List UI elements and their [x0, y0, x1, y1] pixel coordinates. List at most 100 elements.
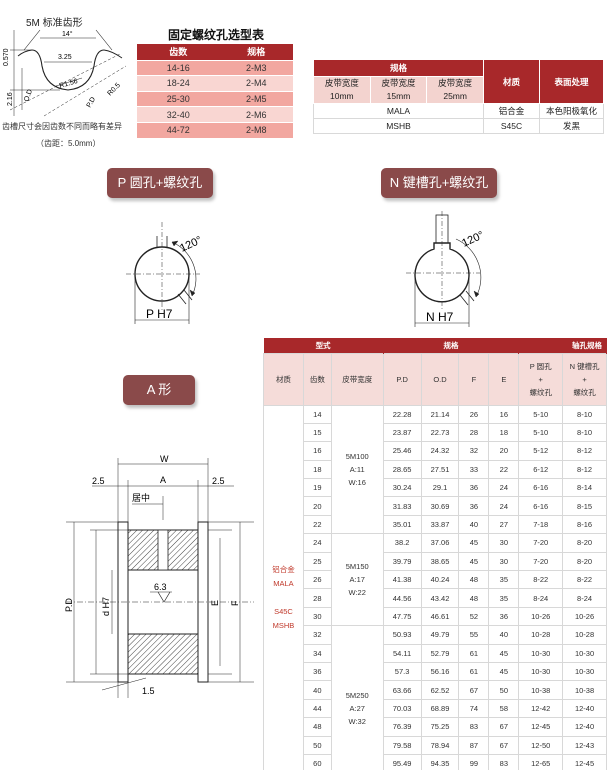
value-cell: 55 [458, 625, 490, 645]
value-cell: 31.83 [382, 496, 422, 516]
value-cell: 33 [458, 459, 490, 480]
tooth-dim-od: O.D [23, 89, 34, 103]
a-dim-15: 1.5 [142, 686, 155, 696]
a-type-drawing: W A 2.5 2.5 居中 P.D d H7 E F 6.3 1.5 [64, 454, 254, 698]
value-cell: 26 [458, 404, 490, 424]
value-cell: 36 [458, 496, 490, 516]
value-cell: 10-30 [518, 661, 564, 682]
value-cell: 63.66 [382, 680, 422, 700]
tooth-dim-325: 3.25 [58, 54, 72, 61]
value-cell: 10-28 [562, 625, 607, 645]
value-cell: 48 [458, 570, 490, 590]
value-cell: 10-26 [562, 606, 607, 627]
value-cell: 30 [488, 551, 520, 572]
a-dim-left-25: 2.5 [92, 476, 105, 486]
value-cell: 46.61 [420, 606, 460, 627]
big-column-header: P.D [382, 352, 422, 406]
value-cell: 62.52 [420, 680, 460, 700]
value-cell: 8-22 [562, 570, 607, 590]
value-cell: 76.39 [382, 717, 422, 737]
value-cell: 35 [488, 588, 520, 608]
tooth-dim-216: 2.16 [7, 92, 14, 106]
value-cell: 8-12 [562, 459, 607, 480]
a-dim-f: F [230, 600, 240, 606]
value-cell: 10-30 [562, 643, 607, 663]
value-cell: 8-10 [562, 422, 607, 443]
value-cell: 10-28 [518, 625, 564, 645]
tooth-pitch: （齿距：5.0mm） [36, 139, 101, 148]
tooth-dim-pd: P.D [86, 96, 97, 109]
value-cell: 45 [458, 533, 490, 553]
teeth-cell: 25 [302, 551, 332, 572]
value-cell: 45 [458, 551, 490, 572]
tooth-profile-drawing: 0.570 14° 3.25 2.16 O.D R1.56 P.D R0.5 [3, 29, 127, 117]
surface-header: 表面处理 [539, 59, 604, 104]
teeth-cell: 50 [302, 735, 332, 755]
value-cell: 24 [488, 496, 520, 516]
value-cell: 8-20 [562, 551, 607, 572]
value-cell: 32 [458, 441, 490, 461]
value-cell: 25.46 [382, 441, 422, 461]
n-keyway-hole-button[interactable]: N 键槽孔+螺纹孔 [381, 168, 497, 198]
value-cell: 43.42 [420, 588, 460, 608]
big-column-header: 材质 [263, 352, 304, 406]
value-cell: 49.79 [420, 625, 460, 645]
value-cell: 30.24 [382, 478, 422, 498]
value-cell: 7-20 [518, 533, 564, 553]
value-cell: 48 [458, 588, 490, 608]
value-cell: 38.65 [420, 551, 460, 572]
value-cell: 6-16 [518, 496, 564, 516]
value-cell: 27.51 [420, 459, 460, 480]
teeth-cell: 30 [302, 606, 332, 627]
value-cell: 12-40 [562, 698, 607, 719]
value-cell: 83 [458, 717, 490, 737]
value-cell: 38.2 [382, 533, 422, 553]
big-column-header: E [488, 352, 520, 406]
a-dim-right-25: 2.5 [212, 476, 225, 486]
p-hole-drawing: 120° P H7 [126, 222, 204, 324]
value-cell: 8-15 [562, 496, 607, 516]
value-cell: 22.28 [382, 404, 422, 424]
value-cell: 8-22 [518, 570, 564, 590]
value-cell: 23.87 [382, 422, 422, 443]
value-cell: 74 [458, 698, 490, 719]
value-cell: 10-38 [562, 680, 607, 700]
teeth-cell: 20 [302, 496, 332, 516]
a-dim-w: W [160, 454, 169, 464]
value-cell: 28 [458, 422, 490, 443]
value-cell: 61 [458, 661, 490, 682]
a-type-button[interactable]: A 形 [123, 375, 195, 405]
value-cell: 40.24 [420, 570, 460, 590]
value-cell: 56.16 [420, 661, 460, 682]
value-cell: 28.65 [382, 459, 422, 480]
value-cell: 12-45 [562, 753, 607, 770]
p-round-hole-button[interactable]: P 圆孔+螺纹孔 [107, 168, 213, 198]
screw-header-teeth: 齿数 [137, 44, 220, 61]
value-cell: 52.79 [420, 643, 460, 663]
p-hole-label: P H7 [146, 307, 173, 321]
value-cell: 8-10 [562, 404, 607, 424]
material-header: 材质 [483, 59, 540, 104]
value-cell: 12-43 [562, 735, 607, 755]
value-cell: 6-16 [518, 478, 564, 498]
big-header-spec: 规格 [383, 338, 520, 353]
big-column-header: O.D [420, 352, 460, 406]
n-hole-label: N H7 [426, 310, 454, 324]
value-cell: 29.1 [420, 478, 460, 498]
value-cell: 94.35 [420, 753, 460, 770]
value-cell: 67 [488, 717, 520, 737]
screw-header-spec: 规格 [219, 44, 293, 61]
value-cell: 61 [458, 643, 490, 663]
